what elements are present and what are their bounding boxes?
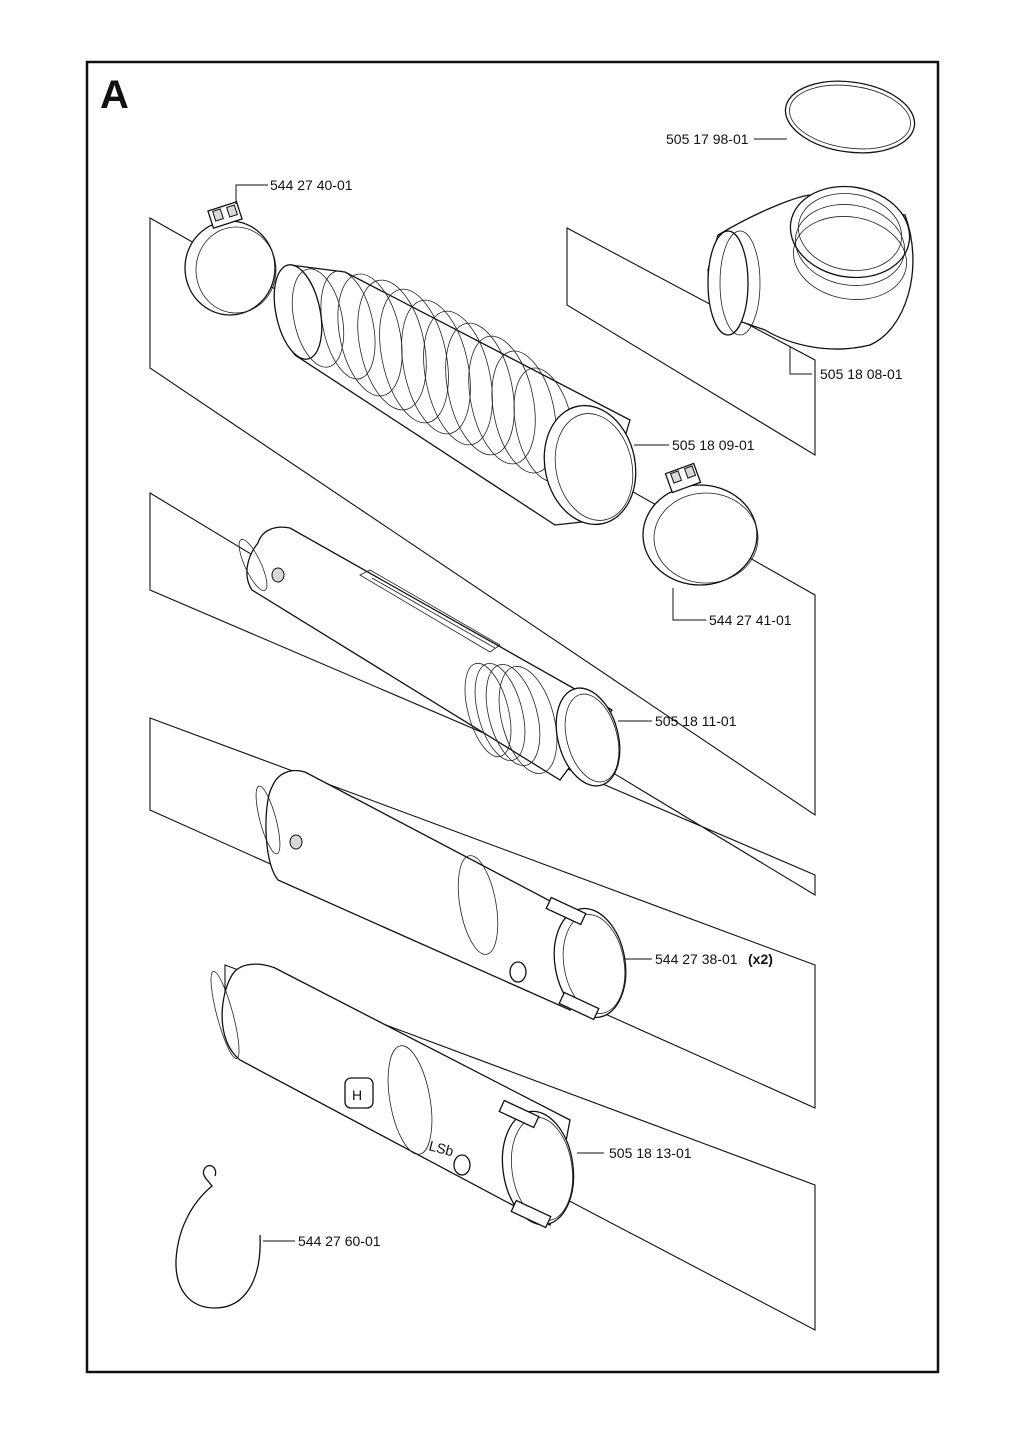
label-544-27-60-01: 544 27 60-01 bbox=[298, 1233, 381, 1249]
label-544-27-38-01: 544 27 38-01 bbox=[655, 951, 738, 967]
wire-clip bbox=[175, 1164, 261, 1309]
label-544-27-40-01: 544 27 40-01 bbox=[270, 177, 353, 193]
o-ring bbox=[784, 80, 916, 154]
elbow-pipe bbox=[707, 185, 914, 350]
bellows-hose bbox=[273, 264, 637, 526]
section-letter: A bbox=[100, 73, 129, 117]
diagram-frame bbox=[85, 60, 940, 1374]
label-505-18-08-01: 505 18 08-01 bbox=[820, 366, 903, 382]
brand-mark: H bbox=[352, 1087, 362, 1103]
hose-clamp-top bbox=[184, 200, 277, 316]
blower-pipe-2 bbox=[255, 769, 627, 1021]
model-mark: LSb bbox=[427, 1137, 455, 1159]
label-505-18-11-01: 505 18 11-01 bbox=[655, 713, 737, 729]
label-544-27-41-01: 544 27 41-01 bbox=[709, 612, 792, 628]
label-505-17-98-01: 505 17 98-01 bbox=[666, 131, 749, 147]
blower-pipe-1 bbox=[238, 526, 621, 787]
label-544-27-38-01-qty: (x2) bbox=[748, 951, 773, 967]
label-505-18-13-01: 505 18 13-01 bbox=[609, 1145, 692, 1161]
hose-clamp-bottom bbox=[642, 462, 759, 586]
assembly-plane-3 bbox=[149, 717, 816, 1109]
label-505-18-09-01: 505 18 09-01 bbox=[672, 437, 755, 453]
blower-pipe-3: H LSb bbox=[210, 963, 575, 1229]
leader-lines bbox=[235, 138, 812, 1242]
